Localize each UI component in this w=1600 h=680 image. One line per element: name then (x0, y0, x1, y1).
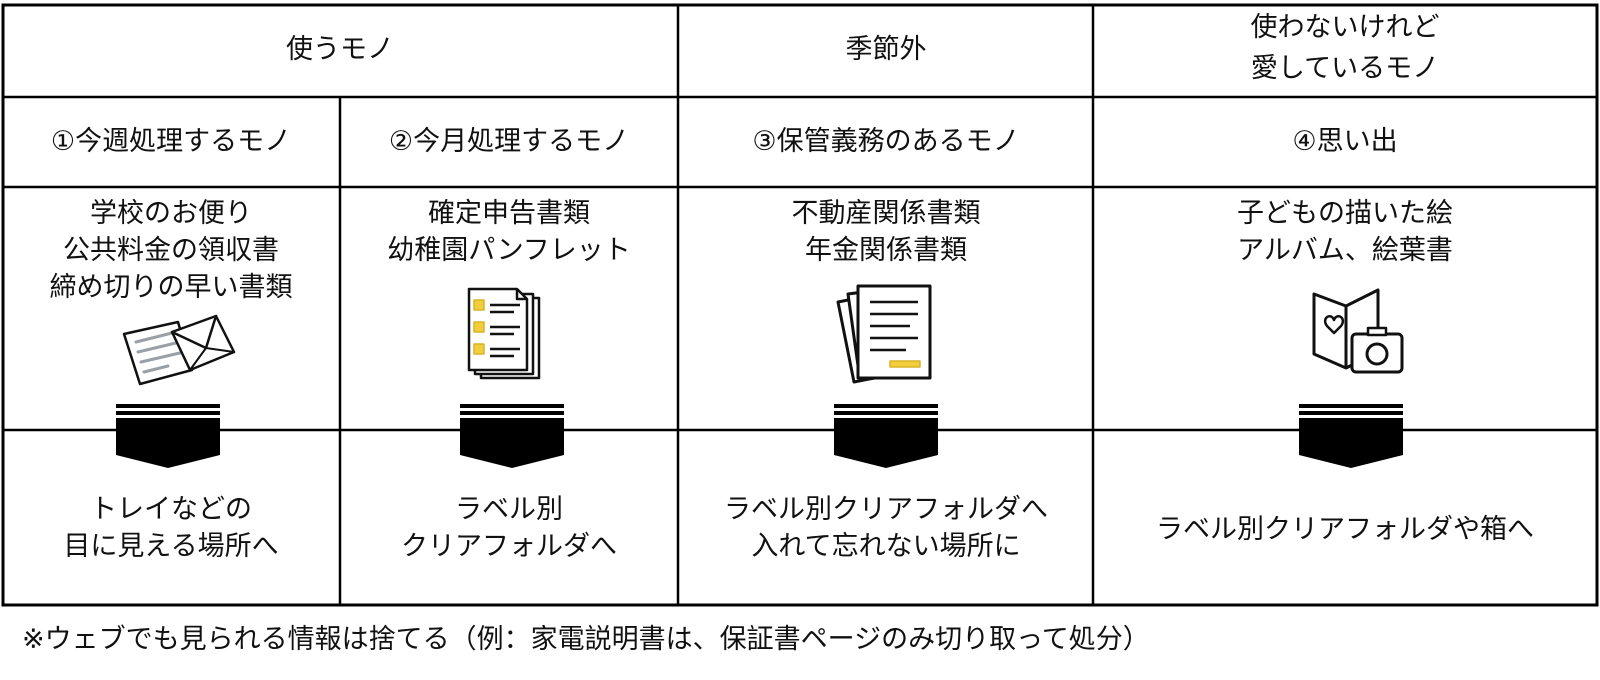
column-title-4: ④思い出 (1292, 126, 1397, 157)
column-2-example-1: 確定申告書類 (428, 198, 590, 229)
document-stack-icon (836, 284, 932, 384)
group-header-beloved-line2: 愛しているモノ (1251, 53, 1439, 84)
down-arrow-marker-2 (460, 404, 564, 468)
column-4-example-2: アルバム、絵葉書 (1237, 235, 1453, 266)
column-1-storage-line-1: トレイなどの (90, 494, 252, 525)
group-header-use: 使うモノ (286, 34, 394, 65)
column-title-2: ②今月処理するモノ (389, 126, 629, 157)
footnote: ※ウェブでも見られる情報は捨てる（例：家電説明書は、保証書ページのみ切り取って処… (22, 624, 1150, 655)
column-1-example-2: 公共料金の領収書 (63, 235, 279, 266)
column-2-storage-line-1: ラベル別 (455, 494, 563, 525)
column-2-storage-line-2: クリアフォルダへ (401, 531, 617, 562)
down-arrow-marker-1 (116, 404, 220, 468)
column-3-storage-line-2: 入れて忘れない場所に (751, 531, 1020, 562)
column-2-example-2: 幼稚園パンフレット (387, 235, 631, 266)
down-arrow-marker-4 (1299, 404, 1403, 468)
column-4-storage-line-1: ラベル別クリアフォルダや箱へ (1156, 514, 1534, 545)
column-3-example-1: 不動産関係書類 (792, 198, 981, 229)
album-camera-icon (1312, 288, 1404, 374)
down-arrow-marker-3 (834, 404, 938, 468)
column-title-3: ③保管義務のあるモノ (752, 126, 1019, 157)
column-4-example-1: 子どもの描いた絵 (1237, 198, 1453, 229)
table-outer-border (1, 3, 1599, 607)
column-3-storage-line-1: ラベル別クリアフォルダへ (724, 494, 1048, 525)
checklist-documents-icon (467, 287, 541, 380)
group-header-offseason: 季節外 (846, 34, 927, 65)
letters-envelope-icon (122, 314, 236, 386)
group-header-beloved-line1: 使わないけれど (1251, 12, 1440, 43)
column-1-storage-line-2: 目に見える場所へ (63, 531, 278, 562)
column-1-example-1: 学校のお便り (90, 198, 252, 229)
column-3-example-2: 年金関係書類 (805, 235, 967, 266)
column-title-1: ①今週処理するモノ (51, 126, 291, 157)
column-1-example-3: 締め切りの早い書類 (50, 272, 293, 303)
